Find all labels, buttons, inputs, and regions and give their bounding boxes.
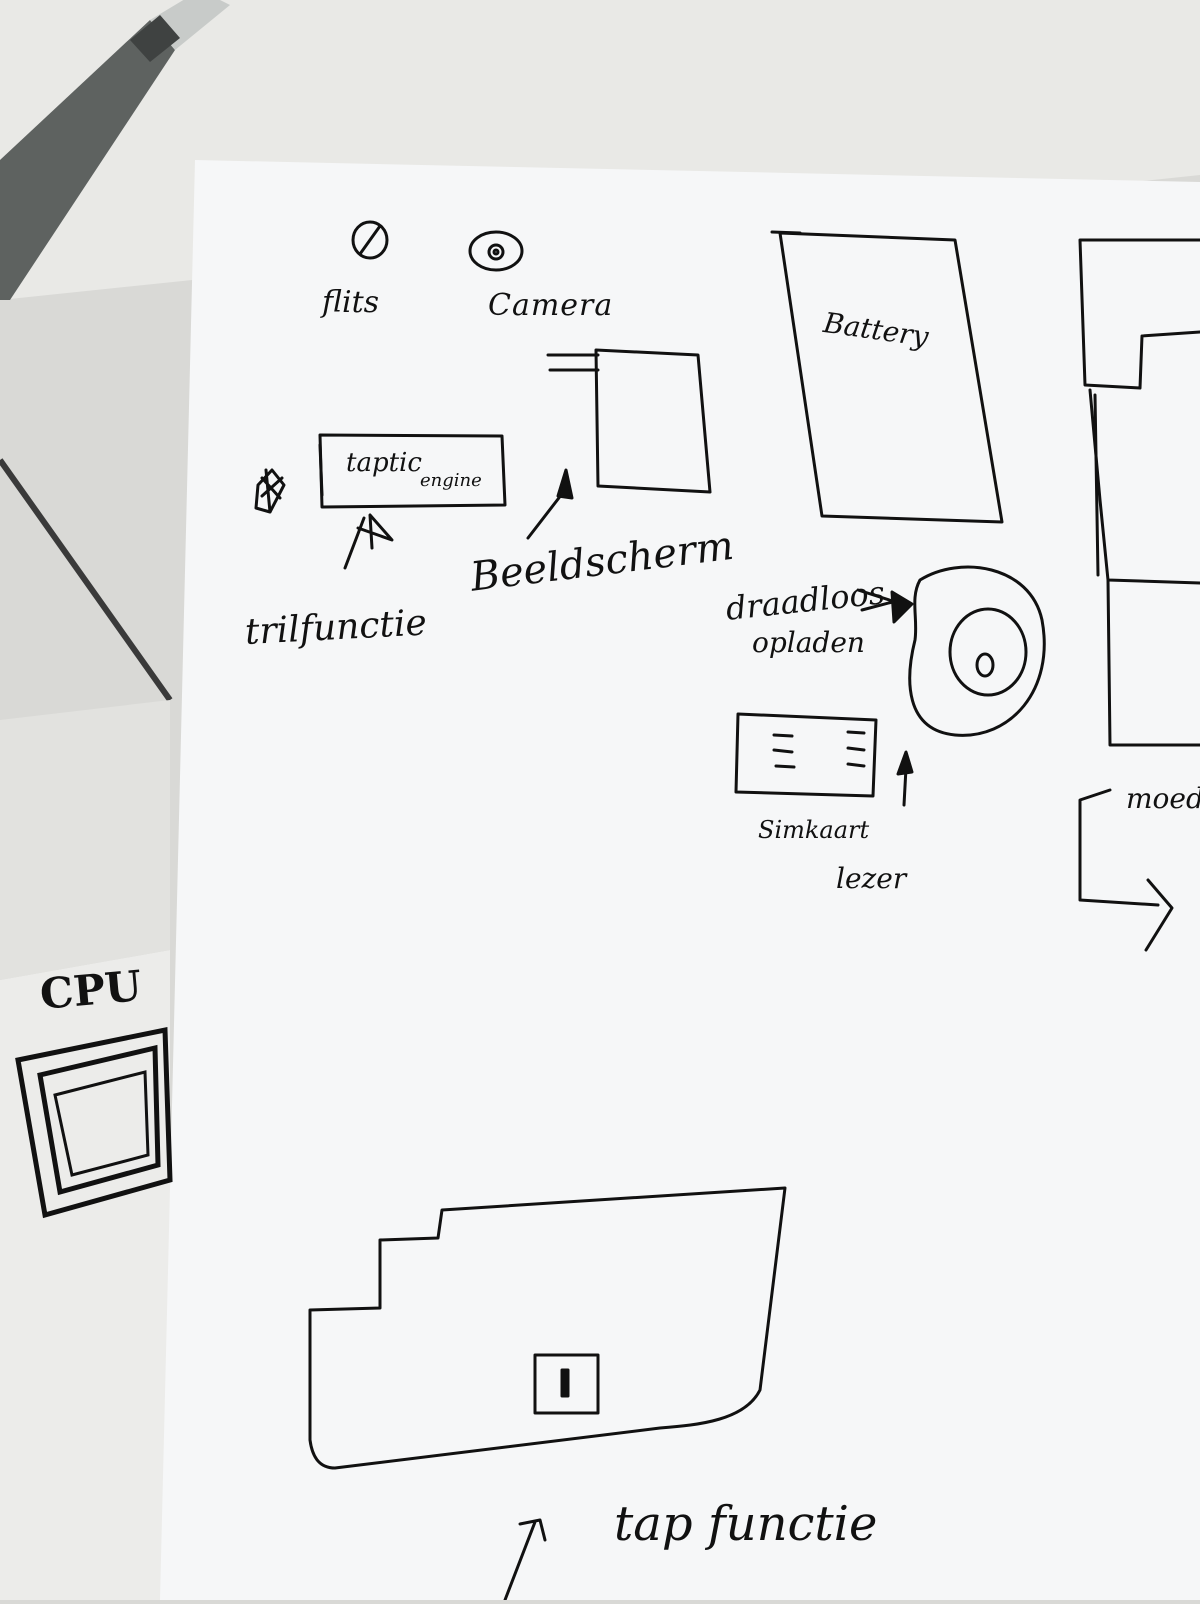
label-flits: flits [322,285,380,320]
wireless-charging-coil [908,565,1046,737]
taptic-arrow [343,513,394,570]
pen [0,0,230,300]
label-camera: Camera [488,288,614,323]
label-moederbord: moed [1126,782,1200,815]
arrow-to-beeldscherm [526,488,567,540]
label-lezer: lezer [836,862,907,895]
label-engine: engine [420,470,482,491]
moederbord-sketch [1078,238,1200,390]
label-cpu: CPU [38,961,144,1019]
flits-icon [351,220,389,260]
battery-sketch [778,231,1004,524]
camera-icon [468,230,524,272]
tap-functie-board-sketch [308,1186,787,1470]
lower-paper-sheet [0,950,170,1600]
simkaart-lezer-sketch [734,712,878,798]
label-simkaart: Simkaart [758,816,870,844]
label-tap-functie: tap functie [614,1496,878,1552]
bracket-arrow [1078,788,1174,952]
beeldscherm-sketch [546,348,712,494]
vibration-icon [254,468,286,514]
arrow-to-board [503,1518,547,1602]
cpu-sketch [15,1026,173,1219]
label-opladen: opladen [752,626,865,659]
label-taptic: taptic [346,448,422,478]
paper-sheet [160,160,1200,1600]
sheet-edge [0,458,173,702]
